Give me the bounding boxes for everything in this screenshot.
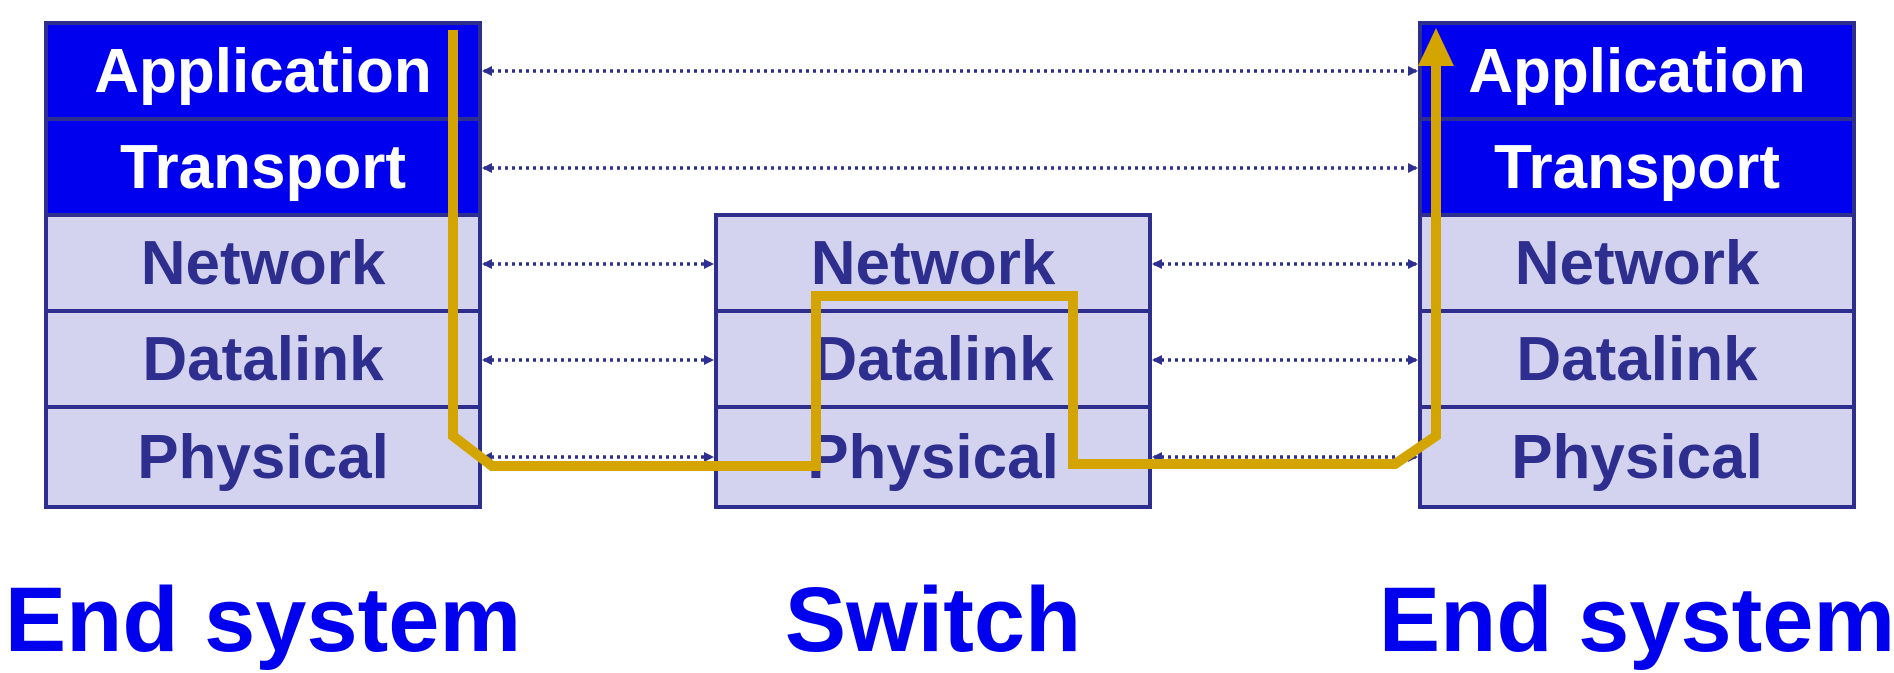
right-transport-layer: Transport <box>1418 117 1856 217</box>
switch-physical-layer: Physical <box>714 405 1152 509</box>
left-datalink-layer: Datalink <box>44 309 482 409</box>
switch-caption: Switch <box>784 569 1082 671</box>
switch-network-layer: Network <box>714 213 1152 313</box>
left-end-system-caption: End system <box>4 569 522 671</box>
right-datalink-layer: Datalink <box>1418 309 1856 409</box>
left-network-layer: Network <box>44 213 482 313</box>
data-path-arrowhead <box>1418 28 1454 66</box>
right-physical-layer: Physical <box>1418 405 1856 509</box>
right-application-layer: Application <box>1418 21 1856 121</box>
right-end-system-stack: Application Transport Network Datalink P… <box>1418 21 1856 509</box>
switch-datalink-layer: Datalink <box>714 309 1152 409</box>
data-path-line <box>448 30 1441 471</box>
switch-stack: Network Datalink Physical <box>714 213 1152 509</box>
left-physical-layer: Physical <box>44 405 482 509</box>
right-end-system-caption: End system <box>1378 569 1894 671</box>
left-application-layer: Application <box>44 21 482 121</box>
left-end-system-stack: Application Transport Network Datalink P… <box>44 21 482 509</box>
